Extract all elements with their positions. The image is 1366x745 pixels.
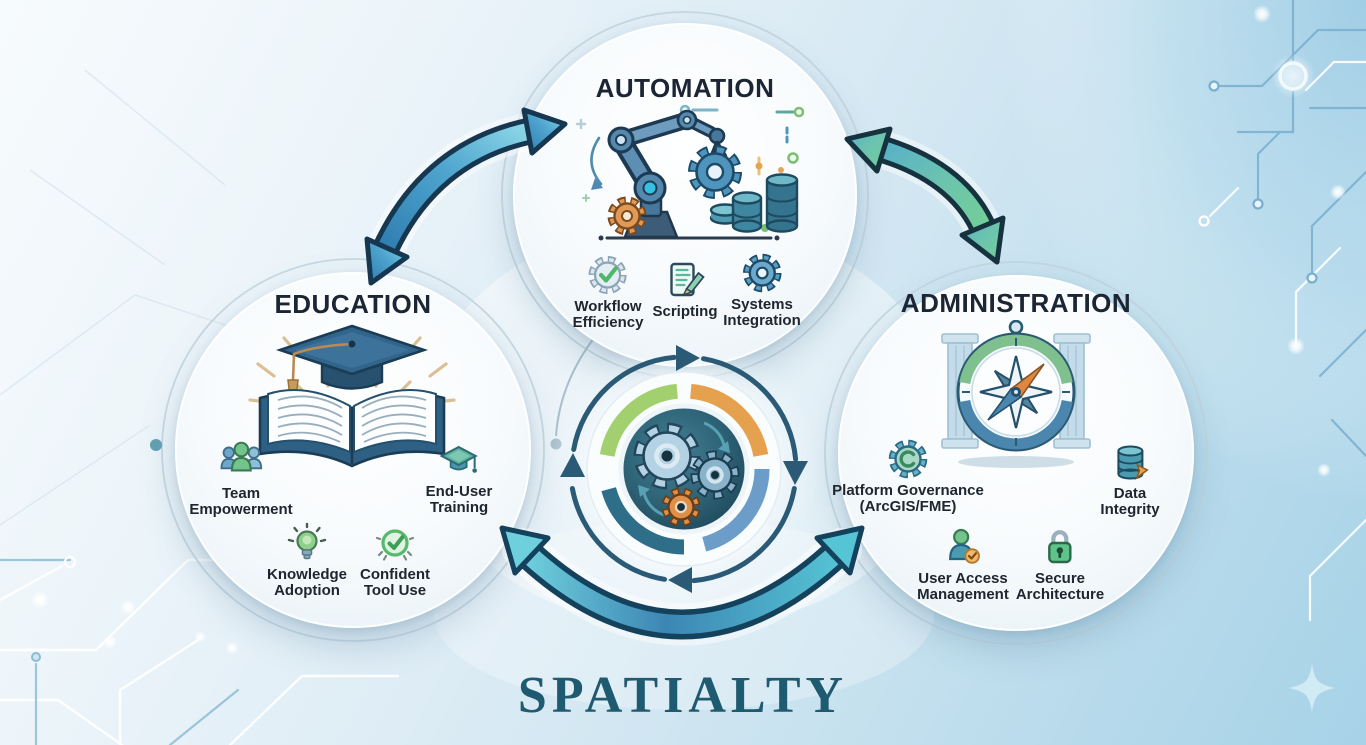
cycle-arrowhead-left bbox=[560, 453, 585, 477]
item-label-line1: Scripting bbox=[652, 303, 718, 320]
database-icon bbox=[1117, 445, 1149, 481]
item-label-line1: Platform Governance bbox=[832, 482, 984, 499]
database-icons bbox=[709, 173, 799, 233]
gear-governance-icon bbox=[888, 439, 928, 479]
sparkle-icon bbox=[1289, 664, 1335, 712]
compass-pillars-illustration bbox=[941, 320, 1091, 468]
education-circle: EDUCATION bbox=[175, 272, 531, 628]
orange-gear-icon bbox=[607, 196, 647, 236]
item-label-line1: Confident bbox=[360, 566, 430, 583]
item-label-line1: Systems bbox=[731, 296, 793, 313]
gear-icon bbox=[742, 253, 782, 293]
cycle-arrowhead-right bbox=[783, 461, 808, 485]
administration-item-data-integrity: Data Integrity bbox=[1100, 441, 1160, 518]
education-item-end-user-training: End-User Training bbox=[425, 439, 493, 516]
cycle-arrowhead-bottom bbox=[668, 567, 692, 593]
mini-cycle-arrows bbox=[638, 421, 730, 517]
script-pencil-icon bbox=[669, 262, 705, 297]
faint-lines bbox=[0, 69, 256, 526]
automation-circle: AUTOMATION bbox=[513, 23, 857, 367]
item-label-line1: Data bbox=[1113, 485, 1147, 502]
team-icon bbox=[220, 441, 262, 472]
center-cycle-hub bbox=[548, 333, 820, 605]
education-item-confident-tool-use: Confident Tool Use bbox=[360, 522, 430, 599]
item-label-line1: Workflow bbox=[574, 298, 642, 315]
education-item-team-empowerment: Team Empowerment bbox=[189, 437, 293, 518]
item-label-line2: Tool Use bbox=[363, 582, 427, 599]
gear-check-icon bbox=[589, 256, 627, 294]
arrow-education-automation bbox=[364, 107, 568, 286]
automation-item-scripting: Scripting bbox=[652, 259, 718, 320]
item-label-line2: Empowerment bbox=[189, 501, 293, 518]
robotic-arm-illustration bbox=[575, 104, 805, 241]
outline-rings bbox=[161, 11, 1208, 645]
item-label-line2: Adoption bbox=[274, 582, 340, 599]
item-label-line2: (ArcGIS/FME) bbox=[859, 498, 957, 515]
db-stack-short bbox=[731, 191, 763, 233]
arrow-education-administration bbox=[499, 525, 865, 646]
compass bbox=[956, 320, 1076, 452]
shadow bbox=[958, 456, 1074, 468]
check-circle-icon bbox=[375, 529, 415, 561]
education-title: EDUCATION bbox=[274, 289, 432, 319]
mortarboard bbox=[275, 324, 429, 406]
automation-title: AUTOMATION bbox=[595, 73, 775, 103]
item-label-line2: Integrity bbox=[1100, 501, 1160, 518]
item-label-line1: Team bbox=[221, 485, 261, 502]
automation-item-workflow-efficiency: Workflow Efficiency bbox=[572, 254, 644, 331]
hub-gear-medium bbox=[690, 450, 740, 500]
user-check-icon bbox=[948, 528, 980, 564]
open-book bbox=[258, 389, 446, 468]
cycle-arrows-ring bbox=[560, 345, 808, 593]
arrow-automation-administration bbox=[844, 126, 1006, 265]
item-label-line1: User Access bbox=[918, 570, 1008, 587]
automation-item-systems-integration: Systems Integration bbox=[723, 252, 801, 329]
graduation-cap-icon bbox=[439, 445, 479, 473]
item-label-line2: Efficiency bbox=[572, 314, 644, 331]
administration-item-user-access-management: User Access Management bbox=[917, 526, 1009, 603]
item-label-line2: Management bbox=[917, 586, 1009, 603]
item-label-line2: Architecture bbox=[1015, 586, 1105, 603]
hub-gear-large bbox=[633, 422, 701, 490]
segmented-ring bbox=[599, 383, 770, 555]
ring-dot-left bbox=[150, 439, 162, 451]
item-label-line1: Knowledge bbox=[266, 566, 348, 583]
brand-title: SPATIALTY bbox=[517, 667, 849, 724]
item-label-line2: Integration bbox=[723, 312, 801, 329]
education-item-knowledge-adoption: Knowledge Adoption bbox=[267, 522, 347, 599]
cycle-arrowhead-top bbox=[676, 345, 700, 371]
administration-circle: ADMINISTRATION bbox=[832, 275, 1194, 631]
padlock-icon bbox=[1048, 530, 1072, 564]
administration-title: ADMINISTRATION bbox=[900, 288, 1132, 318]
circuit-traces-right bbox=[1198, 0, 1366, 622]
lightbulb-icon bbox=[287, 522, 327, 560]
administration-item-platform-governance: Platform Governance (ArcGIS/FME) bbox=[798, 438, 1018, 515]
item-label-line2: Training bbox=[429, 499, 489, 516]
graduation-book-illustration bbox=[248, 324, 456, 468]
blue-gear-icon bbox=[688, 145, 742, 199]
db-stack-tall bbox=[765, 173, 799, 233]
item-label-line1: Secure bbox=[1034, 570, 1086, 587]
administration-item-secure-architecture: Secure Architecture bbox=[1016, 526, 1104, 603]
hub-gear-small-orange bbox=[661, 487, 701, 527]
item-label-line1: End-User bbox=[425, 483, 493, 500]
